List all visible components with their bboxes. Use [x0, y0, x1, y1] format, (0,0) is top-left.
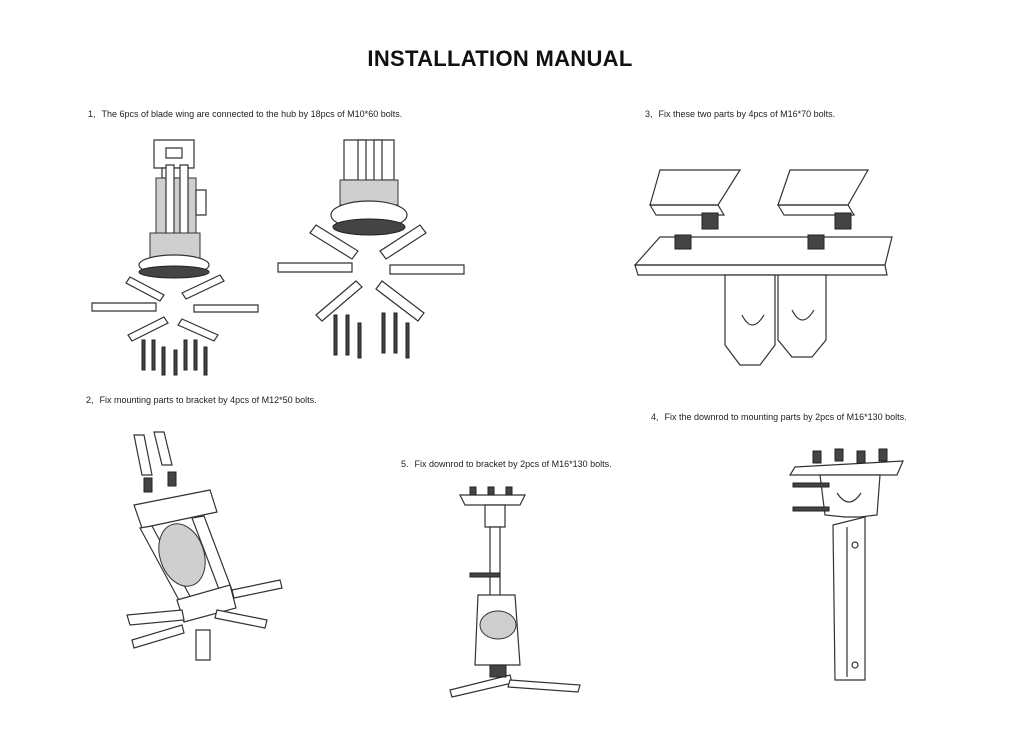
- step-text: Fix these two parts by 4pcs of M16*70 bo…: [658, 109, 836, 119]
- step-2-illustration: [122, 430, 287, 670]
- step-4-caption: 4, Fix the downrod to mounting parts by 2…: [651, 412, 907, 422]
- step-1-illustration: [90, 135, 480, 380]
- step-number: 3,: [645, 109, 653, 119]
- step-4-illustration: [785, 445, 910, 685]
- step-3-caption: 3, Fix these two parts by 4pcs of M16*70 …: [645, 109, 835, 119]
- step-number: 1,: [88, 109, 96, 119]
- step-number: 4,: [651, 412, 659, 422]
- step-text: The 6pcs of blade wing are connected to …: [101, 109, 403, 119]
- step-text: Fix the downrod to mounting parts by 2pc…: [664, 412, 907, 422]
- step-5-caption: 5. Fix downrod to bracket by 2pcs of M16*…: [401, 459, 612, 469]
- step-2-caption: 2, Fix mounting parts to bracket by 4pcs …: [86, 395, 317, 405]
- step-text: Fix mounting parts to bracket by 4pcs of…: [99, 395, 317, 405]
- step-number: 2,: [86, 395, 94, 405]
- manual-title: INSTALLATION MANUAL: [367, 46, 633, 71]
- step-5-illustration: [440, 485, 590, 705]
- step-number: 5.: [401, 459, 409, 469]
- step-3-illustration: [630, 165, 905, 380]
- step-1-caption: 1, The 6pcs of blade wing are connected t…: [88, 109, 402, 119]
- step-text: Fix downrod to bracket by 2pcs of M16*13…: [414, 459, 612, 469]
